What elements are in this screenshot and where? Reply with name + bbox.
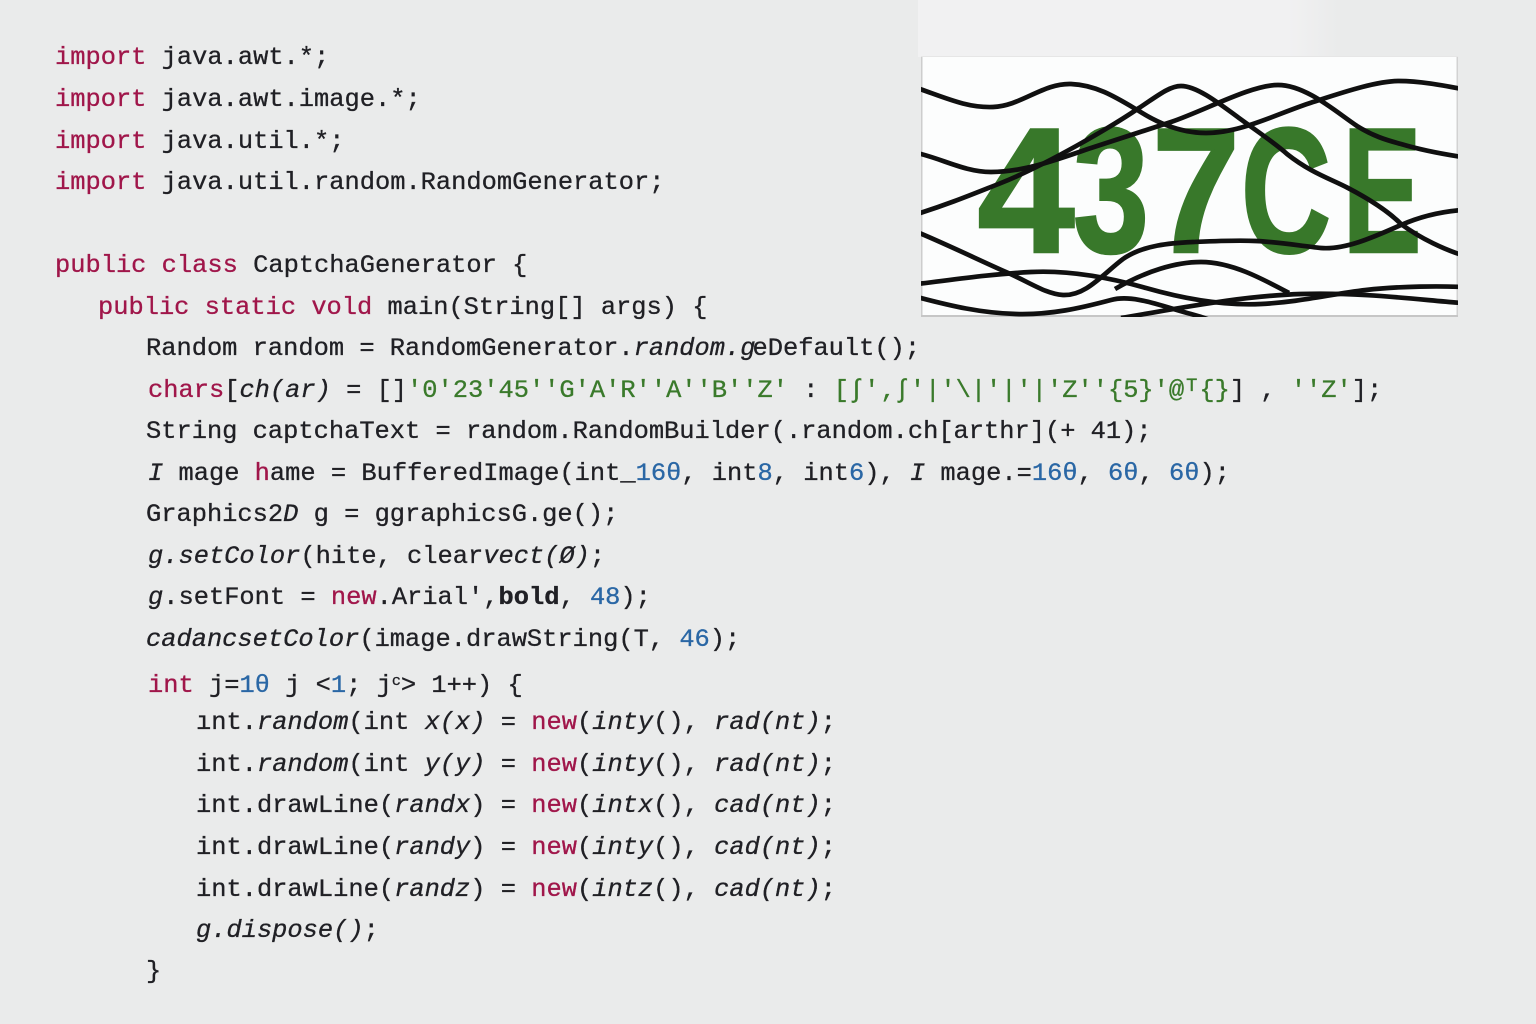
svg-text:3: 3 — [1073, 91, 1149, 290]
svg-text:4: 4 — [978, 91, 1075, 290]
svg-text:C: C — [1241, 91, 1331, 290]
